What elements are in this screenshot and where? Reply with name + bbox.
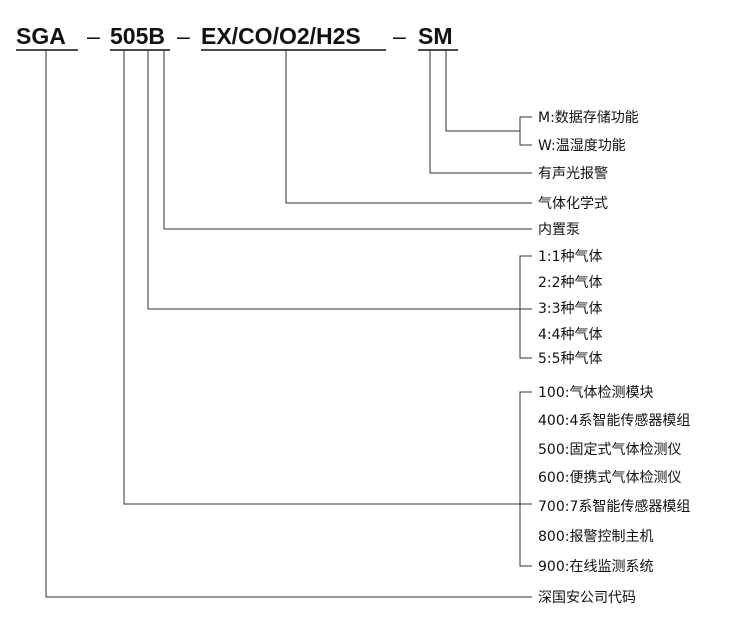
connector-gas-formula <box>285 50 532 204</box>
bracket-product-series <box>519 391 532 567</box>
label-gas-count-5: 5:5种气体 <box>538 351 603 367</box>
connector-builtin-pump <box>163 50 532 230</box>
label-gas-count-3: 3:3种气体 <box>538 301 603 317</box>
code-segment-sga: SGA <box>16 23 66 49</box>
label-series-800: 800:报警控制主机 <box>538 529 653 545</box>
connector-gas-count <box>147 50 532 310</box>
connector-alarm <box>429 50 532 174</box>
code-dash-1: – <box>87 23 100 49</box>
code-segment-gases: EX/CO/O2/H2S <box>201 23 361 49</box>
labels: M:数据存储功能 W:温湿度功能 有声光报警 气体化学式 内置泵 1:1种气体 … <box>538 110 690 606</box>
label-series-500: 500:固定式气体检测仪 <box>538 442 681 458</box>
connector-lines <box>45 50 532 598</box>
label-sound-light-alarm: 有声光报警 <box>538 166 608 182</box>
model-code: SGA – 505B – EX/CO/O2/H2S – SM <box>16 23 458 51</box>
label-company-code: 深国安公司代码 <box>538 590 636 606</box>
label-gas-count-4: 4:4种气体 <box>538 327 603 343</box>
connector-options <box>445 50 520 132</box>
code-segment-sm: SM <box>418 23 453 49</box>
connector-company-code <box>45 50 532 598</box>
label-series-100: 100:气体检测模块 <box>538 385 653 401</box>
code-dash-2: – <box>177 23 190 49</box>
code-segment-505b: 505B <box>110 23 165 49</box>
label-gas-count-2: 2:2种气体 <box>538 275 603 291</box>
label-gas-formula: 气体化学式 <box>538 196 608 212</box>
code-dash-3: – <box>393 23 406 49</box>
label-temp-humidity: W:温湿度功能 <box>538 138 626 154</box>
bracket-options <box>519 116 532 146</box>
bracket-gas-count <box>519 255 532 359</box>
label-series-600: 600:便携式气体检测仪 <box>538 470 681 486</box>
label-series-700: 700:7系智能传感器模组 <box>538 498 690 515</box>
label-series-400: 400:4系智能传感器模组 <box>538 412 690 429</box>
label-builtin-pump: 内置泵 <box>538 222 580 238</box>
label-series-900: 900:在线监测系统 <box>538 559 653 575</box>
label-gas-count-1: 1:1种气体 <box>538 249 603 265</box>
connector-product-series <box>123 50 532 505</box>
label-data-storage: M:数据存储功能 <box>538 110 639 126</box>
